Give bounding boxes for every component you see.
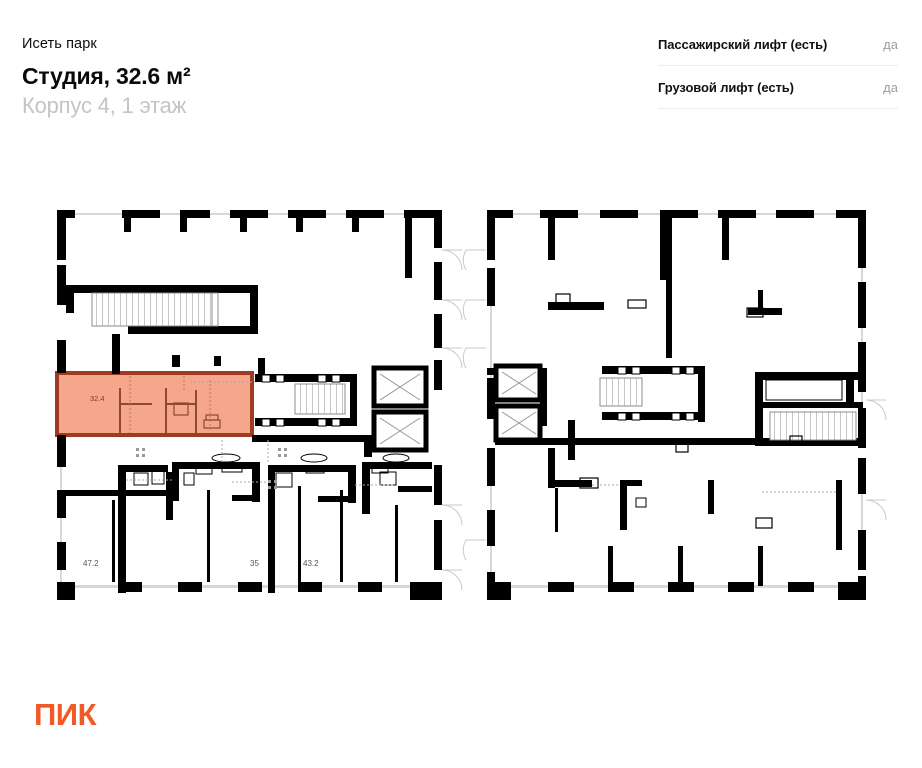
elevator-cross-icon <box>379 373 421 445</box>
door-swings <box>441 249 463 591</box>
left-building: 32.4 <box>55 210 463 600</box>
unit-area-label: 47.2 <box>83 559 99 568</box>
left-building-walls <box>57 210 442 600</box>
spec-label: Грузовой лифт (есть) <box>658 79 794 95</box>
elevator-cross-icon <box>501 371 537 435</box>
page-header: Исеть парк Студия, 32.6 м² Корпус 4, 1 э… <box>0 0 922 150</box>
page-title: Студия, 32.6 м² <box>22 63 191 89</box>
appliance-dots <box>136 448 287 489</box>
elevator-shafts-right <box>493 363 543 443</box>
unit-fixtures <box>173 402 221 429</box>
spec-row-passenger-lift: Пассажирский лифт (есть) да <box>658 22 898 66</box>
highlighted-unit[interactable]: 32.4 <box>55 371 254 437</box>
right-building-walls <box>487 210 866 600</box>
elevator-shafts <box>371 365 429 453</box>
highlighted-unit-area-label: 32.4 <box>90 394 105 403</box>
left-building-dashed <box>126 381 395 486</box>
corridor-niches-right <box>617 366 695 421</box>
page-subtitle: Корпус 4, 1 этаж <box>22 93 187 118</box>
unit-area-label: 43.2 <box>303 559 319 568</box>
floorplan-container[interactable]: 32.4 <box>0 190 922 630</box>
unit-interior-walls <box>119 388 197 433</box>
right-building-dashed <box>592 484 836 493</box>
right-building <box>462 210 887 600</box>
right-building-interior-walls <box>487 218 865 586</box>
floorplan-svg[interactable]: 32.4 <box>0 190 922 630</box>
spec-label: Пассажирский лифт (есть) <box>658 36 828 52</box>
pik-logo[interactable]: ПИК <box>34 698 124 732</box>
right-building-fixtures <box>555 293 803 529</box>
spec-value: да <box>883 36 898 52</box>
pik-logo-text: ПИК <box>34 697 96 732</box>
unit-dashed-guides <box>129 376 211 433</box>
door-swings-right <box>462 249 887 561</box>
complex-name: Исеть парк <box>22 36 97 52</box>
spec-row-freight-lift: Грузовой лифт (есть) да <box>658 66 898 109</box>
unit-area-label: 35 <box>250 559 259 568</box>
left-building-interior-walls <box>66 218 432 593</box>
spec-value: да <box>883 79 898 95</box>
spec-list: Пассажирский лифт (есть) да Грузовой лиф… <box>658 22 898 109</box>
corridor-niches <box>261 374 341 427</box>
